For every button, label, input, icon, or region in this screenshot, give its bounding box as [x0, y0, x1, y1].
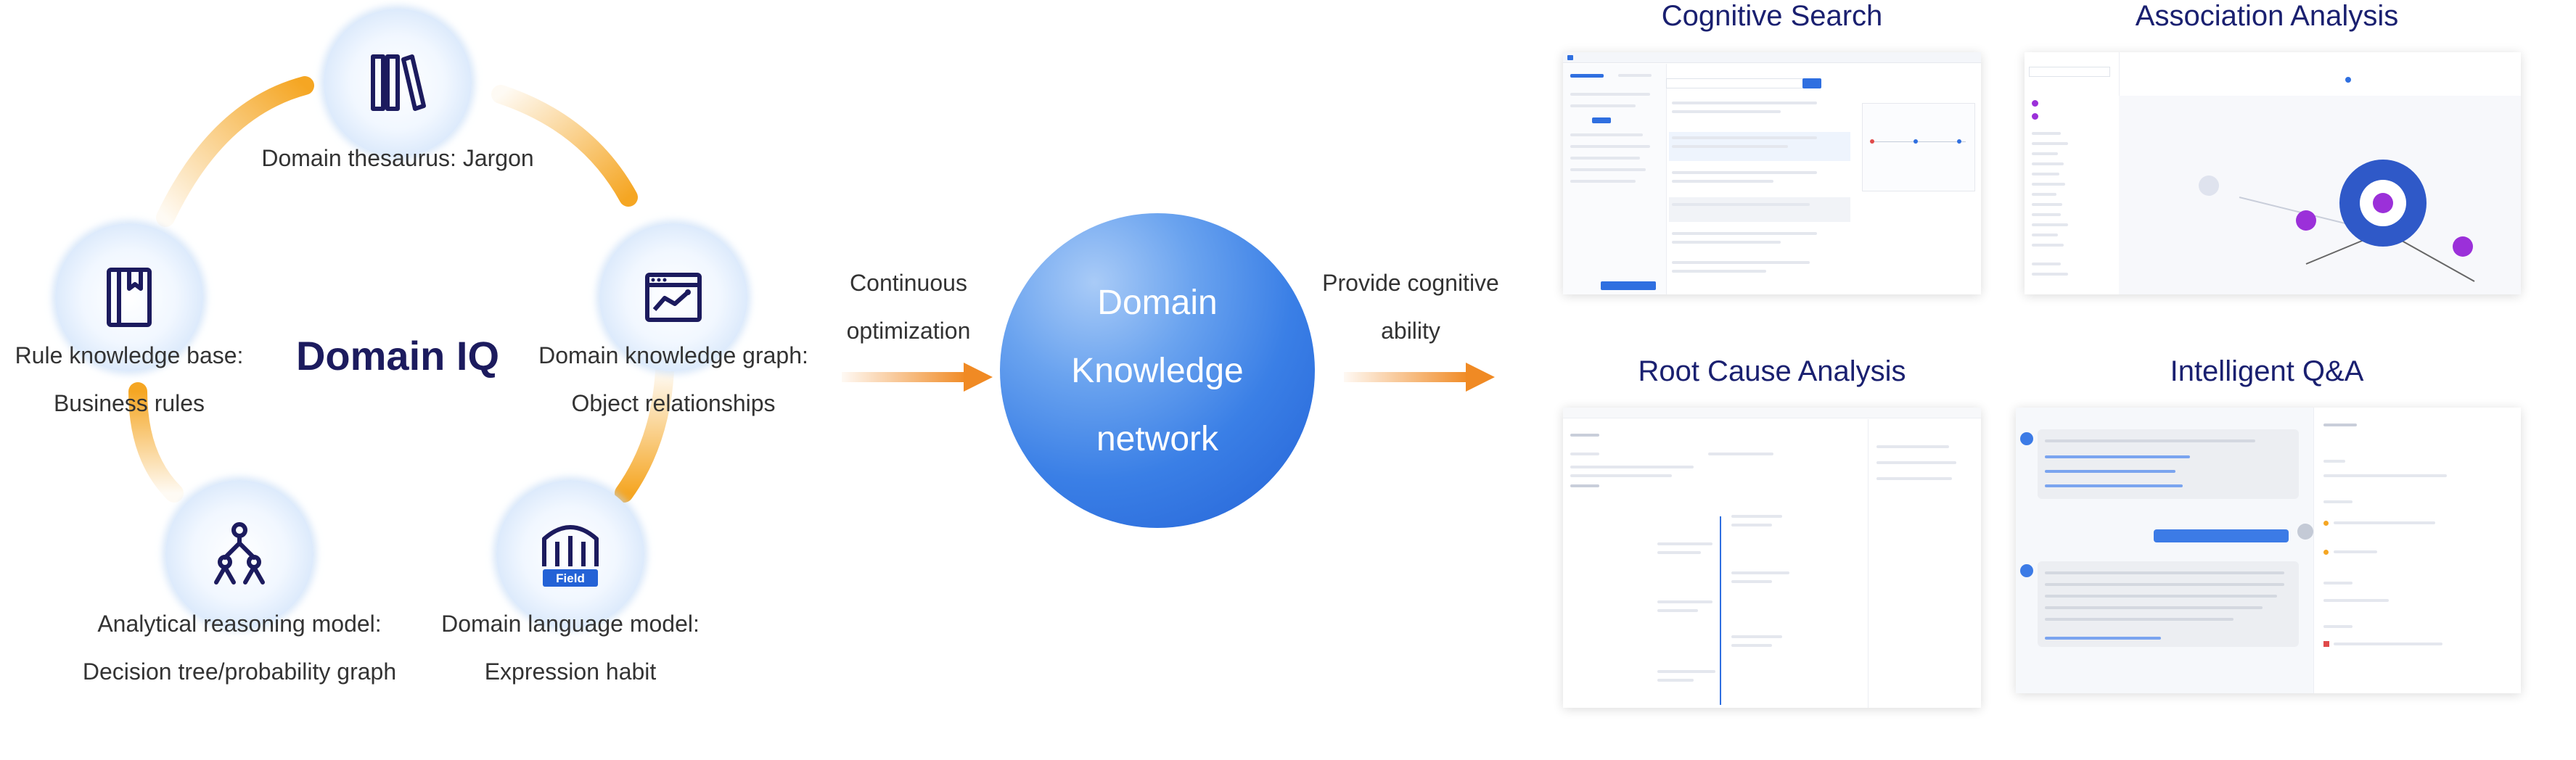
label-language-line1: Domain language model:	[441, 611, 700, 637]
field-columns-icon: Field	[542, 525, 599, 587]
node-rule-knowledge-base	[55, 223, 203, 371]
network-line3: network	[1096, 420, 1219, 458]
field-badge: Field	[556, 571, 585, 585]
panel-title-root-cause-analysis: Root Cause Analysis	[1638, 355, 1906, 387]
flow-left-line1: Continuous	[850, 270, 967, 296]
label-language-line2: Expression habit	[484, 658, 657, 685]
label-rule-line1: Rule knowledge base:	[15, 342, 244, 368]
network-line1: Domain	[1097, 284, 1218, 322]
node-domain-thesaurus	[324, 9, 472, 157]
arc-rule-to-reasoning	[128, 382, 184, 503]
cycle-arcs	[128, 76, 674, 503]
label-reasoning-line1: Analytical reasoning model:	[97, 611, 382, 637]
label-thesaurus: Domain thesaurus: Jargon	[261, 145, 534, 171]
arrow-out-of-network	[1344, 363, 1495, 392]
panel-title-cognitive-search: Cognitive Search	[1661, 0, 1883, 32]
decision-tree-icon	[214, 522, 265, 585]
domain-iq-title: Domain IQ	[295, 333, 500, 379]
association-analysis-screenshot	[2025, 52, 2521, 294]
node-domain-knowledge-graph	[599, 223, 747, 371]
label-graph-line1: Domain knowledge graph:	[538, 342, 808, 368]
graph-chart-icon	[645, 273, 702, 322]
arc-graph-to-language	[615, 362, 674, 503]
label-graph-line2: Object relationships	[571, 390, 776, 416]
books-icon	[371, 54, 426, 111]
panel-title-association-analysis: Association Analysis	[2135, 0, 2399, 32]
cognitive-search-screenshot	[1563, 52, 1981, 294]
intelligent-qa-screenshot	[2016, 408, 2521, 693]
label-reasoning-line2: Decision tree/probability graph	[82, 658, 397, 685]
domain-knowledge-network-circle: Domain Knowledge network	[1000, 213, 1315, 528]
arc-thesaurus-to-graph	[491, 85, 638, 207]
root-cause-analysis-screenshot	[1563, 408, 1981, 708]
book-icon	[107, 268, 152, 327]
network-line2: Knowledge	[1071, 352, 1244, 390]
label-rule-line2: Business rules	[53, 390, 205, 416]
node-domain-language-model: Field	[496, 480, 644, 628]
flow-left-line2: optimization	[846, 318, 971, 344]
flow-right-line2: ability	[1381, 318, 1440, 344]
flow-right-line1: Provide cognitive	[1322, 270, 1499, 296]
node-analytical-reasoning-model	[165, 480, 313, 628]
arrow-into-network	[842, 363, 993, 392]
arc-rule-to-thesaurus	[156, 76, 314, 227]
panel-title-intelligent-qa: Intelligent Q&A	[2170, 355, 2364, 387]
